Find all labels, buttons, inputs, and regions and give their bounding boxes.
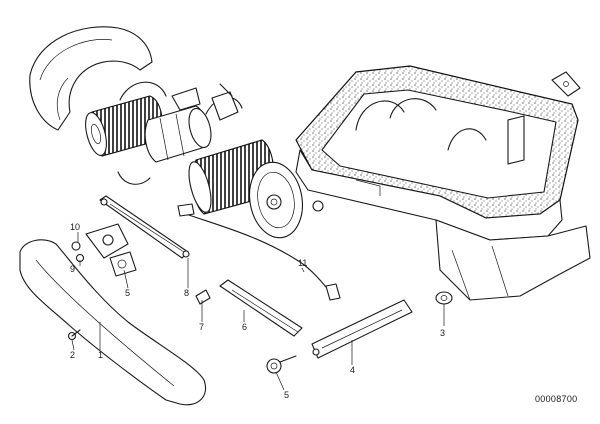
air-duct-part-1 (19, 239, 206, 406)
motor-clips (117, 81, 243, 185)
heater-case (295, 65, 591, 301)
clip-part-7 (195, 289, 211, 305)
leader-lines (71, 232, 445, 391)
blower-housing-cover (29, 26, 153, 131)
callout-2: 2 (70, 350, 75, 360)
callout-5: 5 (284, 390, 289, 400)
flap-linkage-assembly (71, 223, 137, 277)
callout-8: 8 (184, 288, 189, 298)
callout-1: 1 (98, 350, 103, 360)
grommet-part-3 (435, 291, 453, 305)
callout-10: 10 (70, 222, 80, 232)
flap-lever (311, 299, 413, 359)
document-number: 00008700 (535, 394, 577, 404)
callout-3: 3 (440, 328, 445, 338)
guide-rail-upper (99, 195, 190, 259)
servo-part-5 (266, 355, 297, 374)
callout-11: 11 (298, 258, 307, 268)
blower-motor (144, 105, 212, 163)
callout-6: 6 (242, 322, 247, 332)
bowden-cable (177, 203, 341, 301)
callout-7: 7 (199, 322, 204, 332)
callout-4: 4 (350, 365, 355, 375)
callout-9: 9 (70, 264, 75, 274)
screw-part-2 (67, 329, 81, 341)
guide-rail-lower (219, 279, 303, 337)
callout-5-upper: 5 (125, 288, 130, 298)
blower-end-plate (249, 161, 303, 239)
